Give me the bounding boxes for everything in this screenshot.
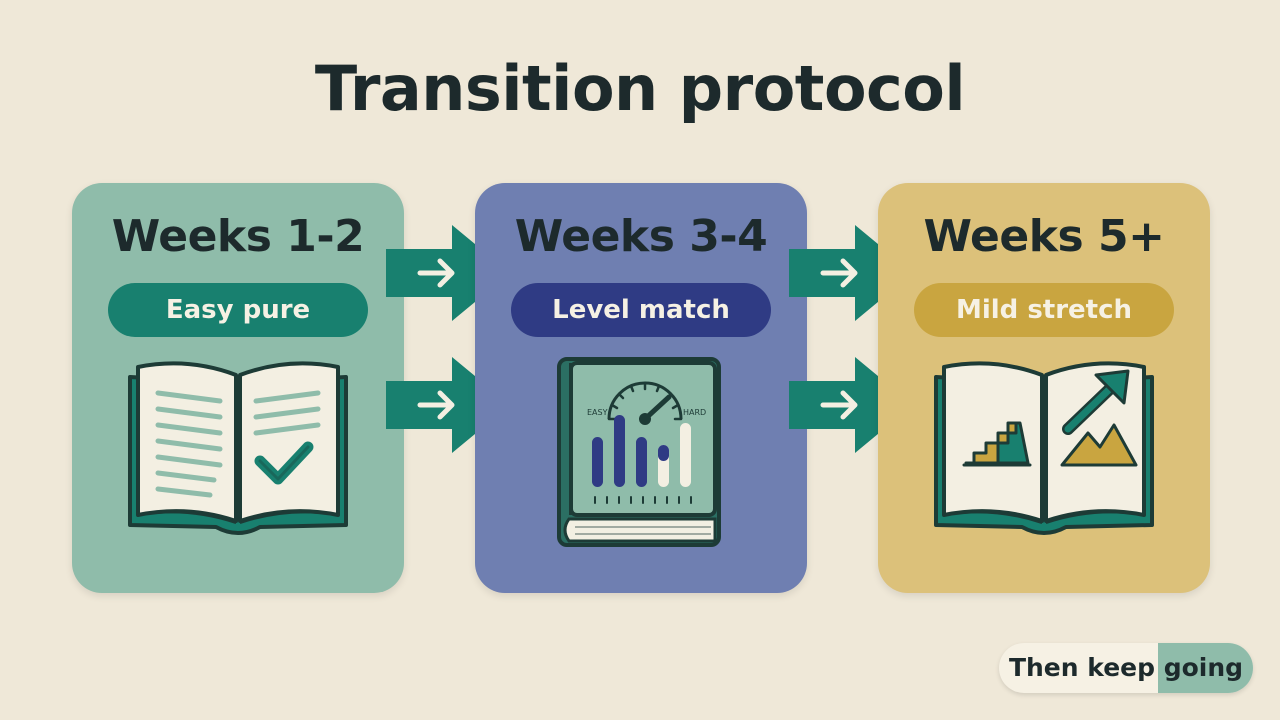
badge-accent xyxy=(1158,643,1253,693)
stage-label-pill: Level match xyxy=(511,283,771,337)
stage-card-weeks-5-plus: Weeks 5+ Mild stretch xyxy=(878,183,1210,593)
open-book-mountain-icon xyxy=(934,361,1154,535)
badge-label: Then keep going xyxy=(1008,653,1244,682)
stage-heading: Weeks 1-2 xyxy=(111,211,365,262)
stage-card-weeks-1-2: Weeks 1-2 Easy pure xyxy=(72,183,404,593)
gauge-hard-label: HARD xyxy=(683,408,706,417)
difficulty-gauge-book-icon: EASY HARD xyxy=(557,357,721,547)
stage-card-weeks-3-4: Weeks 3-4 Level match EASY HARD xyxy=(475,183,807,593)
open-book-check-icon xyxy=(128,361,348,535)
gauge-easy-label: EASY xyxy=(587,408,608,417)
stage-heading: Weeks 5+ xyxy=(923,211,1165,262)
stage-label-pill: Mild stretch xyxy=(914,283,1174,337)
then-keep-going-badge: Then keep going xyxy=(999,643,1253,693)
page-title: Transition protocol xyxy=(314,52,966,125)
stage-label-pill: Easy pure xyxy=(108,283,368,337)
stage-heading: Weeks 3-4 xyxy=(514,211,768,262)
